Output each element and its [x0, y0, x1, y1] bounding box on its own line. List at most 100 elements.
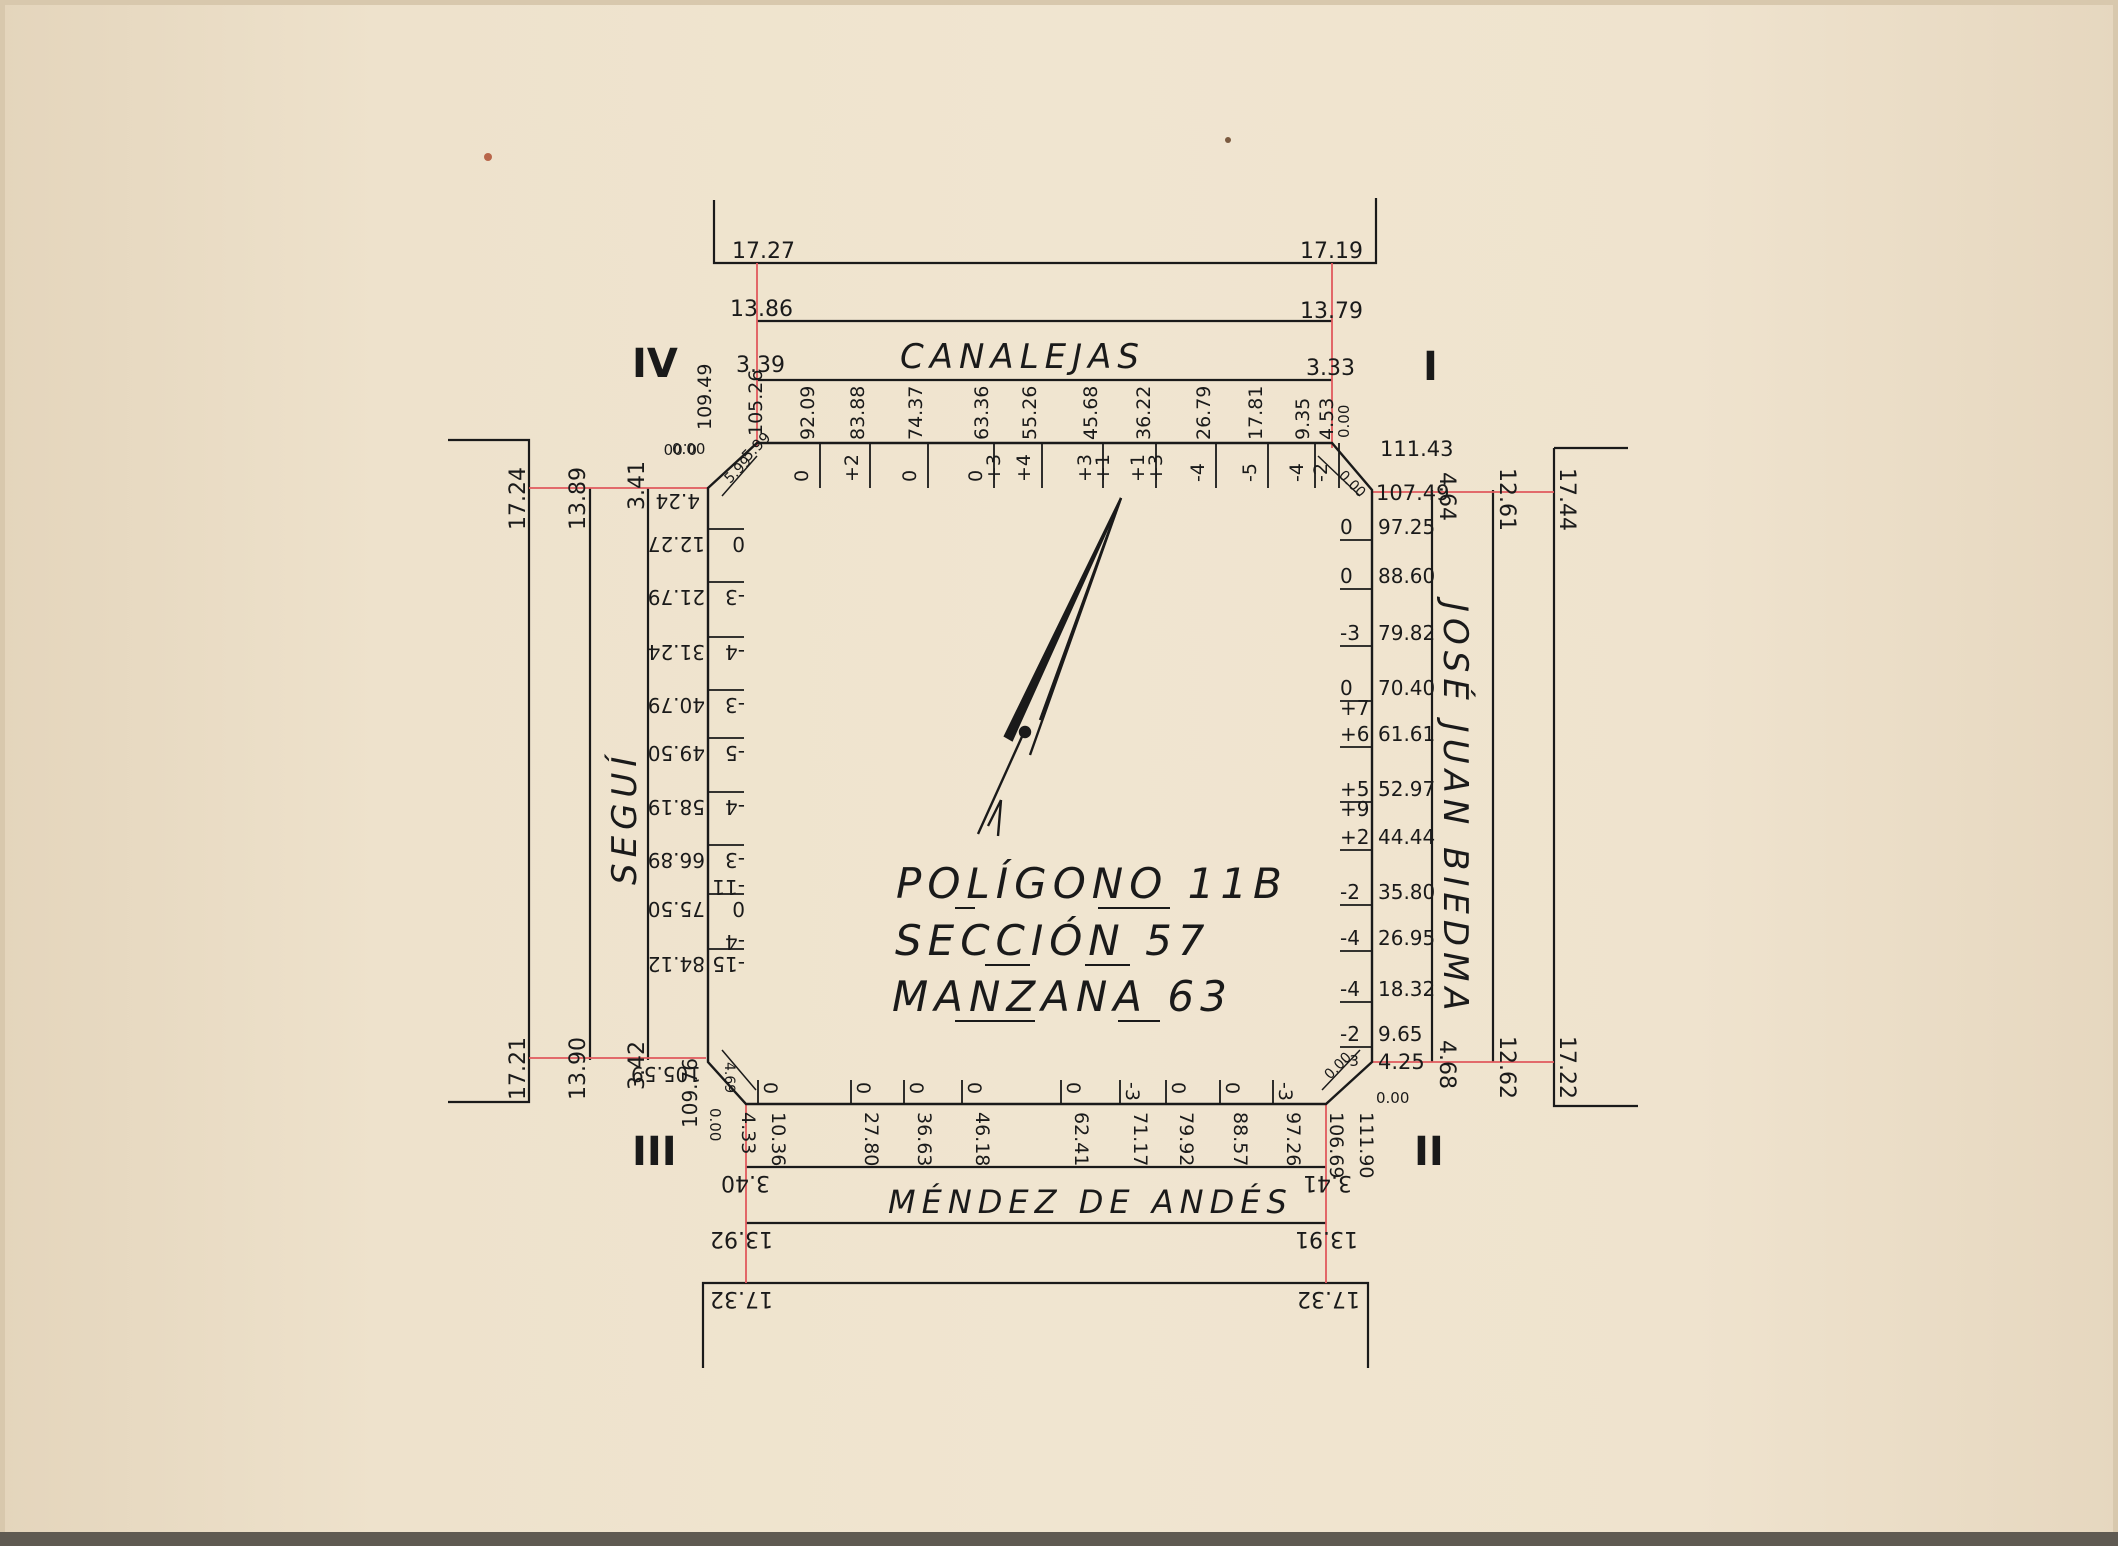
height-mark: 0	[1062, 1082, 1084, 1094]
height-mark: -4	[725, 795, 745, 819]
progressive-value: 61.61	[1378, 722, 1435, 746]
progressive-value: 105.26	[745, 370, 767, 436]
progressive-value: 36.22	[1133, 386, 1155, 440]
red-reference-lines	[529, 263, 1554, 1283]
progressive-value: 49.50	[648, 741, 705, 765]
offset-value: 13.79	[1300, 299, 1363, 324]
progressive-value: 21.79	[648, 585, 705, 609]
street-east-name: JOSÉ JUAN BIEDMA	[1435, 596, 1476, 1017]
progressive-value: 111.90	[1355, 1112, 1377, 1178]
corner-iii-label: III	[632, 1129, 677, 1175]
height-mark: 0	[791, 470, 813, 482]
progressive-value: 0.00	[706, 1108, 724, 1141]
progressive-value: 45.68	[1080, 386, 1102, 440]
progressive-value: 9.65	[1378, 1022, 1423, 1046]
height-mark: +2	[1340, 825, 1369, 849]
height-mark: +5	[1340, 777, 1369, 801]
progressive-value: 0.00	[1376, 1089, 1409, 1107]
progressive-value: 4.33	[737, 1112, 759, 1154]
progressive-value: 71.17	[1129, 1112, 1151, 1166]
progressive-value: 75.50	[648, 897, 705, 921]
offset-value: 13.92	[710, 1226, 773, 1251]
height-mark: 0	[1167, 1082, 1189, 1094]
progressive-value: 4.25	[1378, 1050, 1425, 1074]
offset-value: 17.24	[506, 467, 531, 530]
progressive-value: 63.36	[971, 386, 993, 440]
progressive-value: 40.79	[648, 693, 705, 717]
height-mark: +7	[1340, 696, 1369, 720]
height-mark: 0	[899, 470, 921, 482]
offset-value: 17.44	[1554, 468, 1579, 531]
height-mark: -3	[725, 585, 745, 609]
height-mark: -3	[1340, 621, 1360, 645]
progressive-value: 109.76	[678, 1058, 702, 1128]
progressive-value: 74.37	[905, 386, 927, 440]
height-mark: +9	[1340, 797, 1369, 821]
height-mark: -3	[1121, 1082, 1143, 1101]
height-mark: +1	[1127, 454, 1149, 482]
progressive-value: 0.00	[664, 440, 697, 458]
offset-value: 17.32	[710, 1286, 773, 1311]
offset-value: 17.22	[1554, 1036, 1579, 1099]
block-outline	[706, 441, 1374, 1106]
progressive-value: 88.60	[1378, 564, 1435, 588]
progressive-value: 46.18	[971, 1112, 993, 1166]
south-side-values: 0.00 4.33 4.69 111.90 0.00	[706, 1049, 1377, 1178]
progressive-value: 17.81	[1245, 386, 1267, 440]
progressive-value: 9.35	[1292, 398, 1314, 440]
height-mark: 0	[852, 1082, 874, 1094]
height-mark: 0	[905, 1082, 927, 1094]
offset-value: 12.61	[1494, 468, 1519, 531]
progressive-value: 10.36	[767, 1112, 789, 1166]
offset-value: 13.91	[1295, 1226, 1358, 1251]
progressive-value: 26.79	[1193, 386, 1215, 440]
height-mark: -5	[1239, 463, 1261, 482]
progressive-value: 4.24	[655, 489, 700, 513]
progressive-value: 111.43	[1380, 437, 1453, 461]
offset-value: 17.27	[732, 239, 795, 264]
offset-value: 3.41	[625, 461, 650, 510]
street-lines	[448, 198, 1638, 1368]
offset-value: 17.32	[1297, 1286, 1360, 1311]
progressive-value: 62.41	[1070, 1112, 1092, 1166]
height-mark: -3	[1274, 1082, 1296, 1101]
west-offsets: 17.24 13.89 3.41 17.21 13.90 3.42	[506, 461, 650, 1100]
height-mark: 0	[963, 1082, 985, 1094]
offset-value: 4.68	[1434, 1040, 1459, 1089]
chamfer-value: 4.69	[721, 1062, 737, 1093]
height-mark: +3	[1145, 454, 1167, 482]
height-mark: -4	[725, 640, 745, 664]
height-mark: -5	[725, 741, 745, 765]
chamfer-value: 0.00	[1335, 468, 1368, 501]
street-north-name: CANALEJAS	[900, 337, 1145, 377]
offset-value: 3.33	[1306, 356, 1355, 381]
height-mark: -4	[1187, 463, 1209, 482]
progressive-value: 36.63	[913, 1112, 935, 1166]
height-mark: -2	[1310, 463, 1332, 482]
progressive-value: 44.44	[1378, 825, 1435, 849]
progressive-value: 109.49	[694, 364, 716, 430]
corner-iv-label: IV	[632, 341, 678, 387]
height-mark: +3	[1074, 454, 1096, 482]
height-mark: 0	[1340, 676, 1353, 700]
progressive-value: 66.89	[648, 848, 705, 872]
ink-speck	[1225, 137, 1231, 143]
height-mark: -4	[1340, 977, 1360, 1001]
progressive-value: 18.32	[1378, 977, 1435, 1001]
offset-value: 17.19	[1300, 239, 1363, 264]
height-mark: -4	[1286, 463, 1308, 482]
offset-value: 13.86	[730, 297, 793, 322]
height-mark: -15	[712, 952, 745, 976]
height-mark: 0	[732, 532, 745, 556]
south-progressives: 10.36027.80036.63046.18062.41071.17-379.…	[759, 1082, 1347, 1178]
street-south-name: MÉNDEZ DE ANDÉS	[888, 1183, 1293, 1221]
height-mark: 0	[1340, 515, 1353, 539]
north-arrow-icon	[976, 497, 1123, 837]
poligono-label: POLÍGONO 11B	[896, 858, 1288, 908]
progressive-value: 70.40	[1378, 676, 1435, 700]
height-mark: +1	[1092, 454, 1114, 482]
seccion-label: SECCIÓN 57	[895, 915, 1211, 965]
